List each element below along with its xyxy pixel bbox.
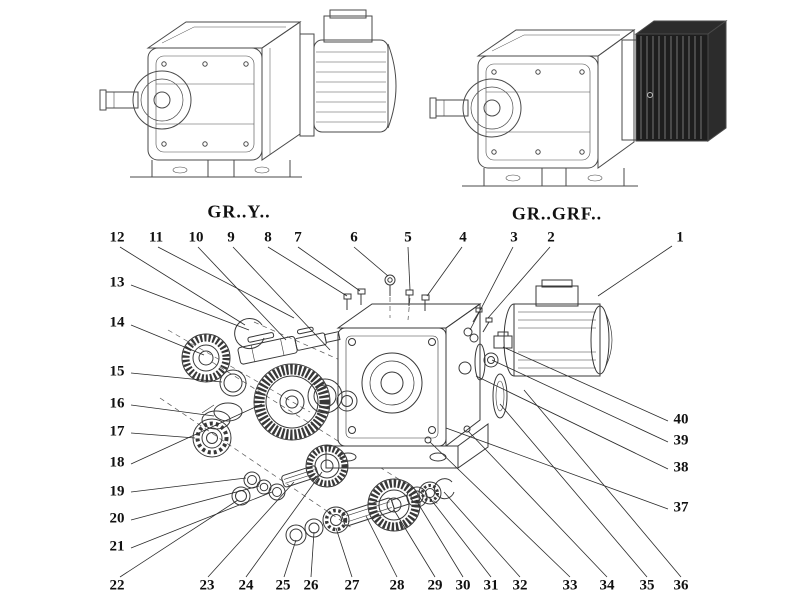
part-number-5: 5: [402, 229, 414, 246]
input-shaft: [237, 326, 341, 365]
part-number-22: 22: [107, 577, 127, 594]
output-shaft-cluster: [285, 478, 455, 546]
part-number-30: 30: [453, 577, 473, 594]
part-number-4: 4: [457, 229, 469, 246]
model-label-gr-grf: GR..GRF..: [511, 203, 603, 224]
part-number-35: 35: [637, 577, 657, 594]
model-label-gr-y: GR..Y..: [207, 201, 271, 222]
part-number-12: 12: [107, 229, 127, 246]
part-number-26: 26: [301, 577, 321, 594]
part-number-39: 39: [671, 432, 691, 449]
part-number-20: 20: [107, 510, 127, 527]
part-number-3: 3: [508, 229, 520, 246]
leader-lines: [119, 245, 682, 578]
part-number-23: 23: [197, 577, 217, 594]
part-number-31: 31: [481, 577, 501, 594]
large-gear-18: [253, 363, 331, 441]
part-number-11: 11: [146, 229, 166, 246]
part-number-9: 9: [225, 229, 237, 246]
motor-side-parts: [463, 307, 509, 419]
part-number-37: 37: [671, 499, 691, 516]
washers-19-22: [231, 471, 286, 506]
part-number-25: 25: [273, 577, 293, 594]
intermediate-gear-24: [305, 444, 349, 488]
ring-behind-gear: [307, 378, 358, 414]
part-number-27: 27: [342, 577, 362, 594]
part-number-14: 14: [107, 314, 127, 331]
bearing-17: [192, 418, 232, 458]
part-number-17: 17: [107, 423, 127, 440]
right-gearmotor-illustration: [429, 20, 728, 187]
electric-motor: [493, 279, 613, 377]
part-number-34: 34: [597, 577, 617, 594]
snap-ring-13: [234, 318, 265, 350]
part-number-1: 1: [674, 229, 686, 246]
exploded-view: [119, 245, 682, 578]
part-number-18: 18: [107, 454, 127, 471]
part-number-36: 36: [671, 577, 691, 594]
part-number-21: 21: [107, 538, 127, 555]
part-number-16: 16: [107, 395, 127, 412]
part-number-38: 38: [671, 459, 691, 476]
part-number-19: 19: [107, 483, 127, 500]
part-number-24: 24: [236, 577, 256, 594]
part-number-40: 40: [671, 411, 691, 428]
shim-ring-15: [219, 369, 247, 397]
part-number-8: 8: [262, 229, 274, 246]
part-number-32: 32: [510, 577, 530, 594]
part-number-13: 13: [107, 274, 127, 291]
part-number-2: 2: [545, 229, 557, 246]
part-number-10: 10: [186, 229, 206, 246]
part-number-33: 33: [560, 577, 580, 594]
gear-housing: [325, 303, 489, 469]
top-bolts: [343, 274, 430, 311]
part-number-29: 29: [425, 577, 445, 594]
splined-ring-14: [181, 333, 231, 383]
part-number-15: 15: [107, 363, 127, 380]
left-gearmotor-illustration: [99, 9, 397, 178]
part-number-6: 6: [348, 229, 360, 246]
part-number-7: 7: [292, 229, 304, 246]
part-number-28: 28: [387, 577, 407, 594]
